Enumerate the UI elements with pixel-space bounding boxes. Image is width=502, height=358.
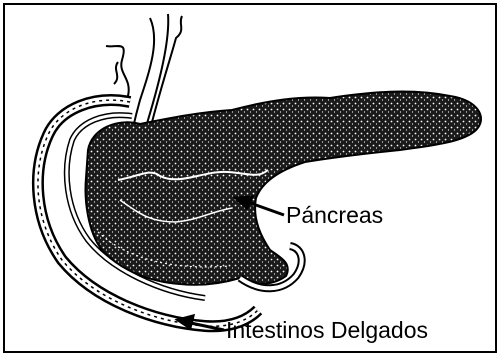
pancreas	[86, 92, 481, 285]
small-intestine-label: Intestinos Delgados	[226, 319, 428, 342]
pancreas-label: Páncreas	[286, 204, 383, 227]
